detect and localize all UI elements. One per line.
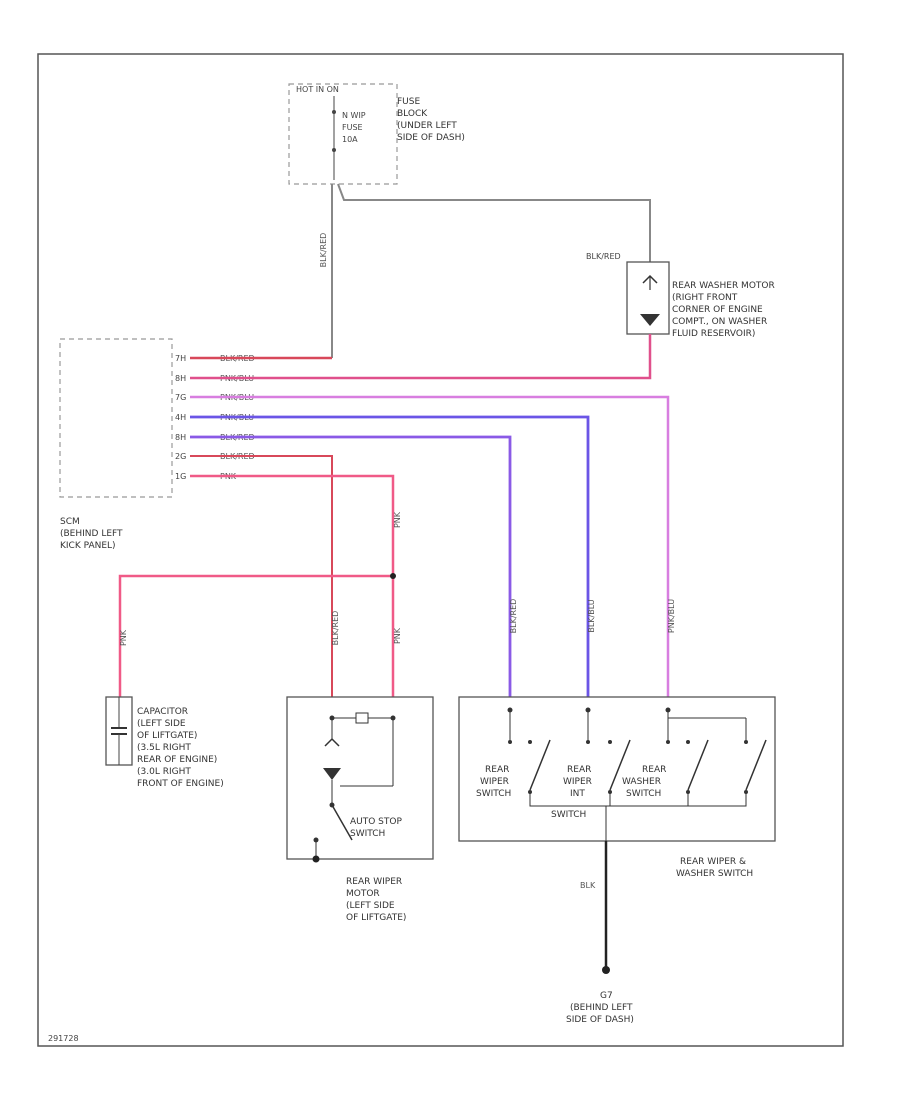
splice-dot [390, 573, 396, 579]
wire-scm-2g [190, 455, 333, 697]
capacitor-label-5: REAR OF ENGINE) [137, 755, 217, 765]
fuse-block-label-4: SIDE OF DASH) [397, 133, 465, 143]
rear-wiper-washer-switch: REAR WIPER SWITCH REAR WIPER INT SWITCH … [458, 696, 776, 879]
ground-label-3: SIDE OF DASH) [566, 1015, 634, 1025]
rear-wiper-int-switch-blade [609, 739, 631, 791]
wire-scm-1g [190, 474, 395, 697]
wire-label-motor-feed: BLK/RED [331, 611, 340, 646]
fuse-block-box [288, 83, 398, 185]
wire-label-motor-pnk: PNK [393, 627, 402, 644]
fuse-text-1: N WIP [342, 111, 366, 120]
fuse-block-label-3: (UNDER LEFT [397, 121, 457, 131]
scm-box [59, 338, 173, 498]
switch3-label-1: REAR [642, 765, 666, 775]
switch2-label-2: WIPER [563, 777, 592, 787]
scm-pin-5: 8H [175, 433, 186, 442]
wire-scm-8h [190, 334, 652, 380]
capacitor-label-1: CAPACITOR [137, 707, 188, 717]
switch3-label-3: SWITCH [626, 789, 661, 799]
wiper-switch-box [458, 696, 776, 842]
washer-motor-icon [640, 314, 660, 326]
wiper-motor-box [286, 696, 434, 860]
wire-label-pnk-left: PNK [119, 629, 128, 646]
scm-module: 7H 8H 7G 4H 8H 2G 1G BLK/RED PNK/BLU PNK… [59, 338, 255, 551]
ground-g7: BLK G7 (BEHIND LEFT SIDE OF DASH) [566, 841, 634, 1025]
scm-pin-2: 8H [175, 374, 186, 383]
auto-stop-label-1: AUTO STOP [350, 817, 402, 827]
washer-label-3: CORNER OF ENGINE [672, 305, 763, 315]
wire-label-sw2: BLK/BLU [587, 599, 596, 632]
fuse-block: HOT IN ON N WIP FUSE 10A FUSE BLOCK (UND… [288, 83, 465, 185]
scm-label-3: KICK PANEL) [60, 541, 116, 551]
capacitor-label-7: FRONT OF ENGINE) [137, 779, 224, 789]
rear-wiper-switch-blade [529, 739, 551, 791]
wire-label-fuse-feed: BLK/RED [319, 233, 328, 268]
switch2-label-4: SWITCH [551, 810, 586, 820]
ground-label-2: (BEHIND LEFT [570, 1003, 633, 1013]
capacitor-label-2: (LEFT SIDE [137, 719, 186, 729]
switch2-label-1: REAR [567, 765, 591, 775]
wiper-motor-label-1: REAR WIPER [346, 877, 402, 887]
washer-label-4: COMPT., ON WASHER [672, 317, 767, 327]
fuse-text-3: 10A [342, 135, 358, 144]
rear-washer-motor: BLK/RED REAR WASHER MOTOR (RIGHT FRONT C… [586, 252, 775, 339]
ground-point [602, 966, 610, 974]
wire-scm-4h [190, 415, 590, 697]
wiper-motor-ground [312, 855, 320, 863]
switch1-label-1: REAR [485, 765, 509, 775]
wire-capacitor-feed [118, 574, 393, 697]
figure-number: 291728 [48, 1034, 79, 1043]
fuse-output-wires: BLK/RED [319, 183, 651, 358]
scm-label-1: SCM [60, 517, 80, 527]
wire-label-sw1: BLK/RED [509, 599, 518, 634]
capacitor-label-6: (3.0L RIGHT [137, 767, 191, 777]
capacitor: CAPACITOR (LEFT SIDE OF LIFTGATE) (3.5L … [105, 696, 224, 789]
switch2-label-3: INT [570, 789, 585, 799]
scm-wires: PNK PNK BLK/RED PNK BLK/RED BLK/BLU PNK/… [118, 334, 676, 697]
wire-label-sw3: PNK/BLU [667, 599, 676, 633]
fuse-text-2: FUSE [342, 123, 363, 132]
washer-label-1: REAR WASHER MOTOR [672, 281, 775, 291]
fuse-block-label-2: BLOCK [397, 109, 428, 119]
scm-pin-6: 2G [175, 452, 186, 461]
scm-pin-7: 1G [175, 472, 186, 481]
scm-label-2: (BEHIND LEFT [60, 529, 123, 539]
wiper-switch-label-2: WASHER SWITCH [676, 869, 753, 879]
ground-label-1: G7 [600, 991, 613, 1001]
rear-washer-switch-blade-1 [687, 739, 709, 791]
scm-pin-4: 4H [175, 413, 186, 422]
diagram-frame [37, 53, 844, 1047]
wiper-motor-icon [323, 768, 341, 780]
switch1-label-3: SWITCH [476, 789, 511, 799]
switch3-label-2: WASHER [622, 777, 661, 787]
wire-label-pnk-right: PNK [393, 511, 402, 528]
wire-scm-7g [190, 395, 670, 697]
washer-wire-label: BLK/RED [586, 252, 621, 261]
rear-washer-switch-blade-2 [745, 739, 767, 791]
wiper-switch-label-1: REAR WIPER & [680, 857, 746, 867]
scm-pin-3: 7G [175, 393, 186, 402]
wire-label-ground: BLK [580, 881, 596, 890]
switch1-label-2: WIPER [480, 777, 509, 787]
wiper-motor-label-2: MOTOR [346, 889, 380, 899]
washer-label-2: (RIGHT FRONT [672, 293, 738, 303]
wire-scm-8h-b [190, 435, 512, 697]
scm-pin-1: 7H [175, 354, 186, 363]
fuse-block-hot-label: HOT IN ON [296, 85, 339, 94]
wiper-motor-label-4: OF LIFTGATE) [346, 913, 406, 923]
capacitor-label-3: OF LIFTGATE) [137, 731, 197, 741]
fuse-block-label-1: FUSE [397, 97, 420, 107]
auto-stop-label-2: SWITCH [350, 829, 385, 839]
auto-stop-switch-blade [331, 804, 353, 841]
wire-fuse-to-washer [337, 183, 651, 262]
rear-wiper-motor: AUTO STOP SWITCH REAR WIPER MOTOR (LEFT … [286, 696, 434, 923]
wiper-motor-label-3: (LEFT SIDE [346, 901, 395, 911]
capacitor-label-4: (3.5L RIGHT [137, 743, 191, 753]
washer-label-5: FLUID RESERVOIR) [672, 329, 755, 339]
